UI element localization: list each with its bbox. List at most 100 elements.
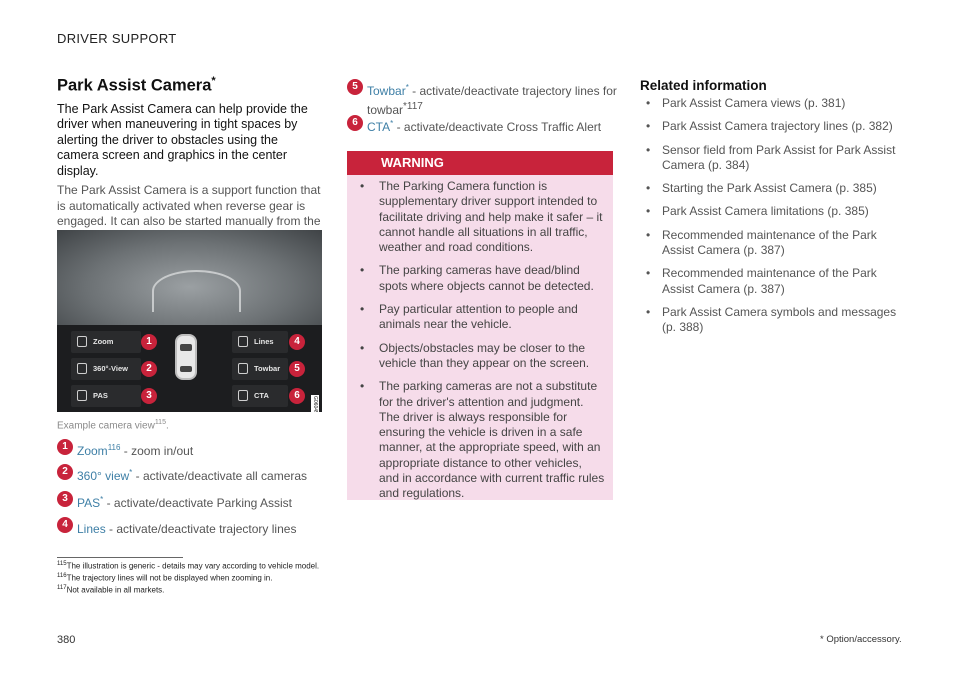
warning-box: WARNING The Parking Camera function is s… (347, 151, 613, 500)
footnote: 115The illustration is generic - details… (57, 561, 319, 571)
article-intro: Park Assist Camera* The Park Assist Came… (57, 75, 322, 245)
towbar-button: Towbar (232, 358, 288, 380)
legend-text: - activate/deactivate trajectory lines f… (367, 84, 617, 117)
warning-item: The parking cameras are not a substitute… (347, 379, 613, 501)
related-information: Related information Park Assist Camera v… (640, 78, 910, 344)
warning-item: Pay particular attention to people and a… (347, 302, 613, 333)
footnote-divider (57, 557, 183, 558)
legend-text: - activate/deactivate trajectory lines (105, 522, 297, 536)
callout-6: 6 (289, 388, 305, 404)
legend-badge: 5 (347, 79, 363, 95)
related-link[interactable]: Recommended maintenance of the Park Assi… (640, 228, 910, 259)
footnote-text: The illustration is generic - details ma… (66, 561, 320, 571)
page-number: 380 (57, 634, 76, 646)
camera-icon (77, 363, 87, 374)
option-mark: * (211, 75, 216, 87)
legend-label: 360° view (77, 469, 130, 483)
footnote-number: 115 (57, 561, 67, 567)
legend-text: - activate/deactivate Parking Assist (103, 496, 293, 510)
footnote-text: Not available in all markets. (66, 585, 165, 595)
legend-badge: 1 (57, 439, 73, 455)
legend-keyword: PAS* (77, 495, 104, 510)
lines-icon (238, 336, 248, 347)
callout-4: 4 (289, 334, 305, 350)
cta-icon (238, 390, 248, 401)
warning-title: WARNING (381, 155, 444, 170)
camera-image (57, 230, 322, 325)
related-list: Park Assist Camera views (p. 381) Park A… (640, 96, 910, 336)
legend-text: - activate/deactivate all cameras (132, 469, 308, 483)
towbar-icon (238, 363, 248, 374)
footnote: 116The trajectory lines will not be disp… (57, 573, 272, 583)
towbar-label: Towbar (254, 364, 281, 373)
related-link[interactable]: Starting the Park Assist Camera (p. 385) (640, 181, 910, 197)
legend-sup: * (129, 468, 133, 477)
lines-button: Lines (232, 331, 288, 353)
legend-label: Lines (77, 522, 106, 536)
caption-period: . (165, 420, 169, 432)
360-view-button: 360°-View (71, 358, 141, 380)
legend-label: CTA (367, 120, 391, 134)
footnote-number: 116 (57, 573, 67, 579)
cta-label: CTA (254, 391, 269, 400)
option-accessory-note: * Option/accessory. (820, 634, 902, 645)
legend-keyword: CTA* (367, 119, 394, 134)
caption-footnote-ref: 115 (154, 419, 166, 426)
legend-sup: * (390, 119, 394, 128)
pas-label: PAS (93, 391, 108, 400)
related-link[interactable]: Park Assist Camera limitations (p. 385) (640, 204, 910, 220)
legend-text: - zoom in/out (120, 444, 194, 458)
360-view-label: 360°-View (93, 364, 128, 373)
callout-5: 5 (289, 361, 305, 377)
warning-item: The parking cameras have dead/blind spot… (347, 263, 613, 294)
article-title: Park Assist Camera* (57, 75, 322, 96)
footnote: 117Not available in all markets. (57, 585, 164, 595)
footnote-number: 117 (57, 585, 67, 591)
related-link[interactable]: Park Assist Camera symbols and messages … (640, 305, 910, 336)
legend-text-sup: *117 (403, 101, 423, 112)
warning-list: The Parking Camera function is supplemen… (347, 179, 613, 510)
related-link[interactable]: Park Assist Camera views (p. 381) (640, 96, 910, 112)
legend-keyword: Lines (77, 522, 106, 536)
lines-label: Lines (254, 337, 274, 346)
road-marking (152, 270, 241, 312)
camera-control-panel: Zoom 360°-View PAS 1 2 3 Lines Towbar CT… (57, 325, 322, 412)
caption-text: Example camera view (57, 420, 155, 432)
car-icon (175, 334, 197, 380)
zoom-label: Zoom (93, 337, 114, 346)
warning-item: The Parking Camera function is supplemen… (347, 179, 613, 255)
parking-icon (77, 390, 87, 401)
lead-paragraph: The Park Assist Camera can help provide … (57, 101, 308, 178)
related-title: Related information (640, 78, 767, 93)
cta-button: CTA (232, 385, 288, 407)
zoom-icon (77, 336, 87, 347)
legend-badge: 3 (57, 491, 73, 507)
callout-2: 2 (141, 361, 157, 377)
related-link[interactable]: Park Assist Camera trajectory lines (p. … (640, 119, 910, 135)
legend-keyword: Towbar* (367, 83, 409, 98)
legend-label: Towbar (367, 84, 406, 98)
legend-keyword: Zoom116 (77, 443, 121, 458)
legend-sup: * (405, 83, 409, 92)
camera-view-illustration: Zoom 360°-View PAS 1 2 3 Lines Towbar CT… (57, 230, 322, 412)
figure-caption: Example camera view115. (57, 419, 169, 431)
callout-1: 1 (141, 334, 157, 350)
footnote-text: The trajectory lines will not be display… (66, 573, 273, 583)
legend-badge: 6 (347, 115, 363, 131)
legend-keyword: 360° view* (77, 468, 133, 483)
article-title-text: Park Assist Camera (57, 76, 212, 95)
image-code: G060453 (311, 395, 319, 412)
zoom-button: Zoom (71, 331, 141, 353)
legend-sup: * (100, 495, 104, 504)
legend-text: - activate/deactivate Cross Traffic Aler… (393, 120, 602, 134)
legend-sup: 116 (107, 443, 121, 452)
related-link[interactable]: Recommended maintenance of the Park Assi… (640, 266, 910, 297)
related-link[interactable]: Sensor field from Park Assist for Park A… (640, 143, 910, 174)
callout-3: 3 (141, 388, 157, 404)
pas-button: PAS (71, 385, 141, 407)
legend-label: PAS (77, 496, 101, 510)
section-header: DRIVER SUPPORT (57, 31, 177, 46)
legend-badge: 2 (57, 464, 73, 480)
legend-badge: 4 (57, 517, 73, 533)
legend-label: Zoom (77, 444, 108, 458)
